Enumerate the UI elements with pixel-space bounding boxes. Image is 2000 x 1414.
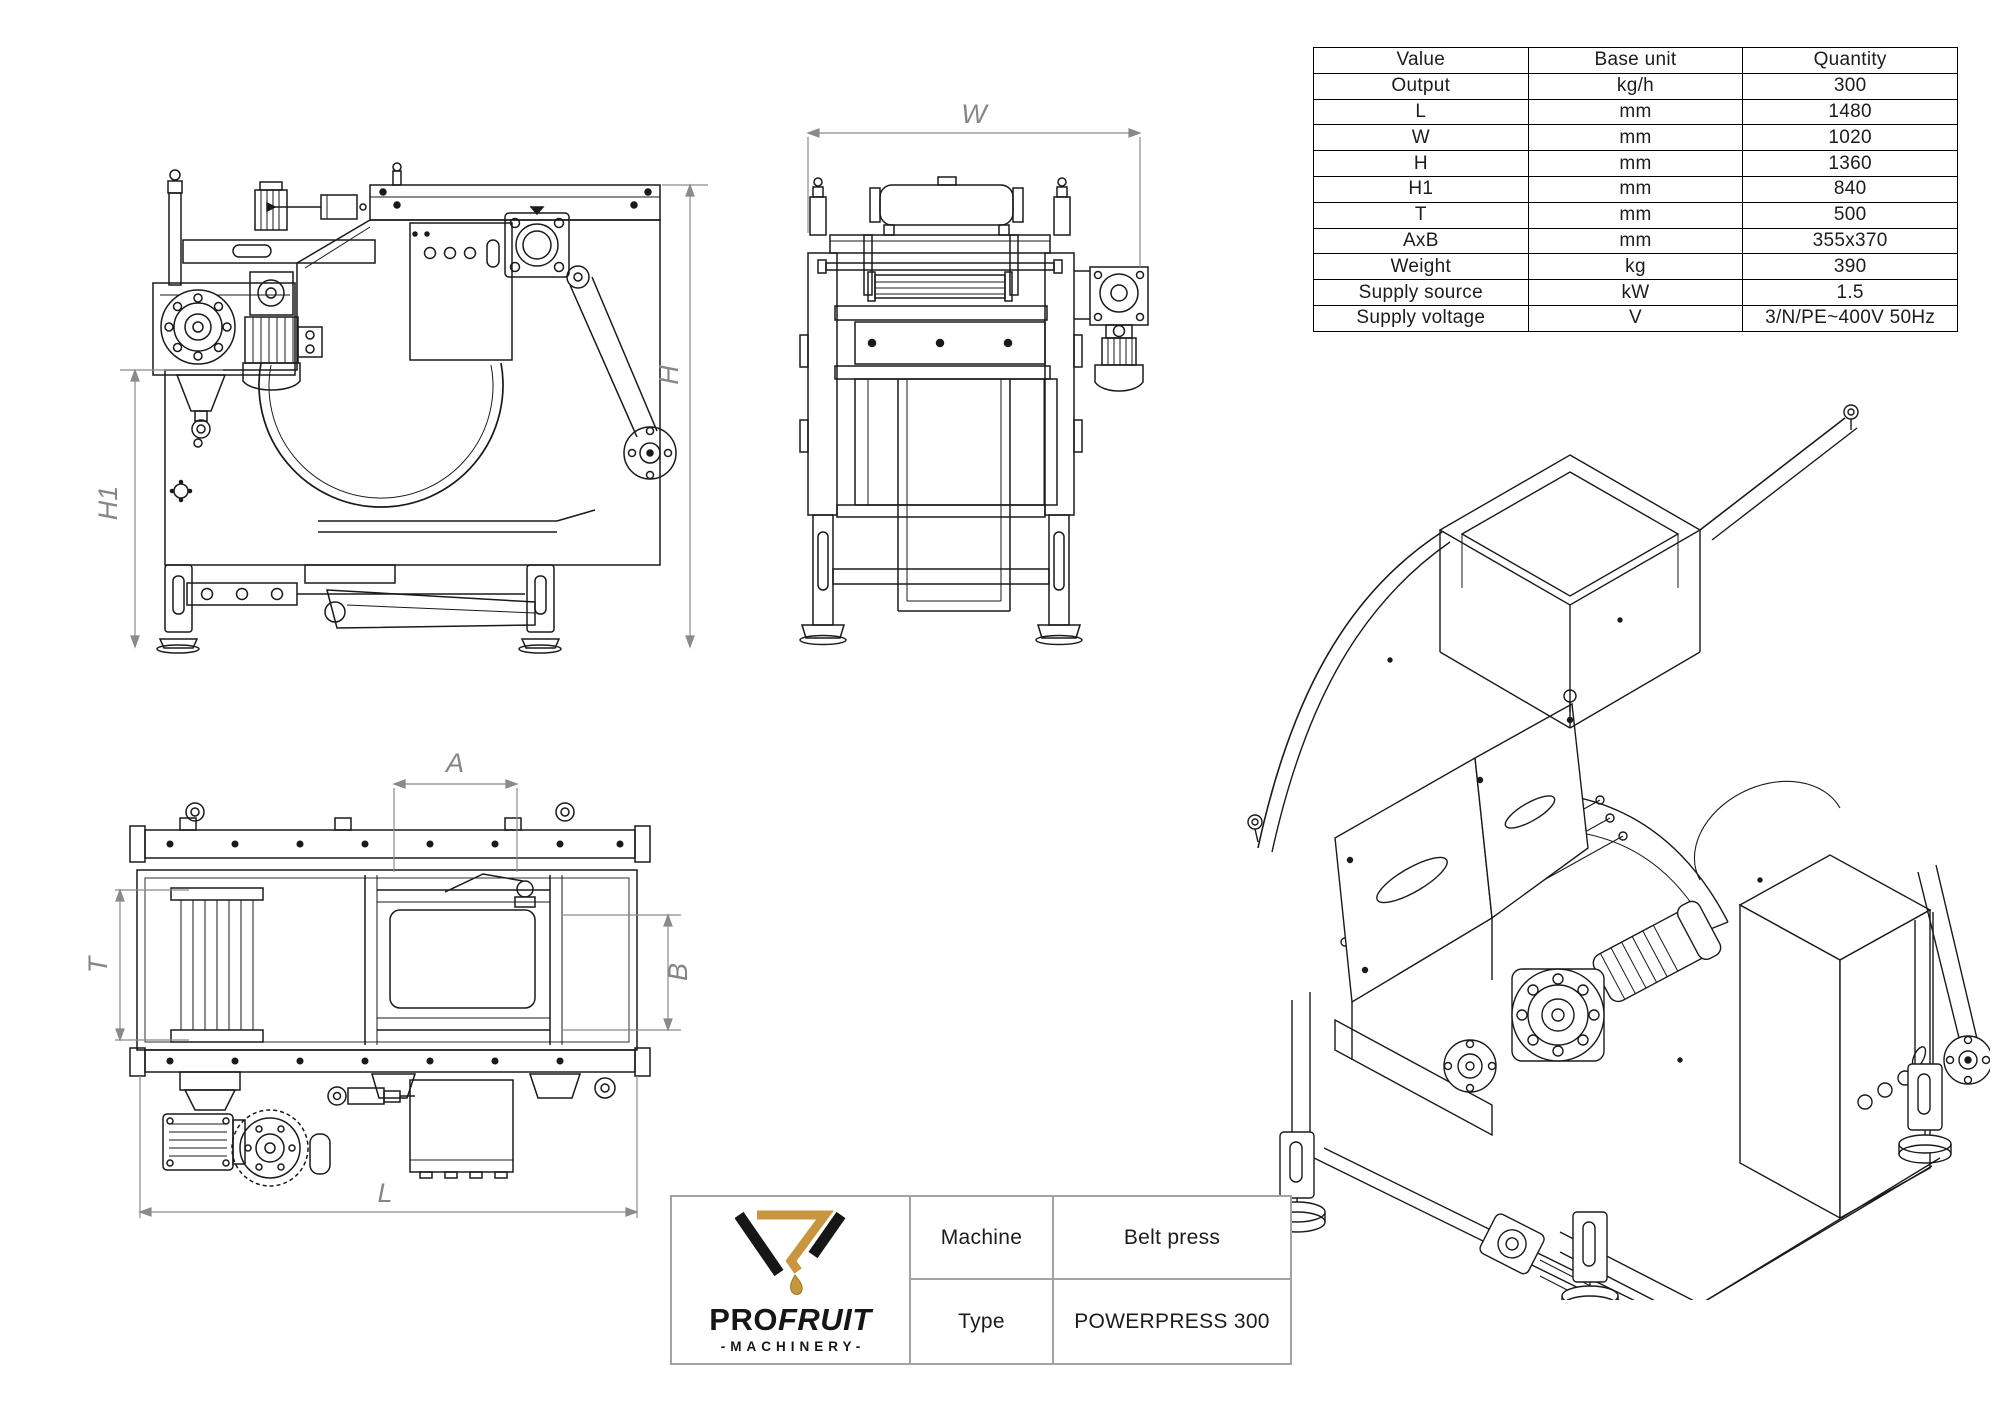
spec-cell: mm [1527,175,1744,203]
spec-cell: W [1313,124,1529,152]
brand-fruit: FRUIT [777,1301,872,1337]
spec-cell: 1.5 [1742,279,1958,306]
side-view: H H1 [65,135,745,665]
spec-cell: kW [1527,279,1744,306]
brand-name: PROFRUIT [709,1304,871,1335]
side-view-geometry [152,162,677,654]
top-view-drawing: A T B L [85,748,693,1218]
dim-label-h1: H1 [93,486,123,521]
side-view-drawing: H H1 [93,162,708,654]
brand-pro: PRO [709,1301,778,1337]
spec-cell: V [1527,304,1744,332]
machine-label: Machine [911,1197,1054,1280]
title-block: PROFRUIT -MACHINERY- Machine Belt press … [670,1195,1292,1365]
spec-cell: AxB [1313,227,1529,255]
type-label: Type [911,1280,1054,1363]
spec-cell: T [1313,201,1529,229]
spec-cell: 840 [1742,175,1958,203]
spec-cell: H1 [1313,175,1529,203]
dim-label-h: H [654,365,684,385]
brand-logo: PROFRUIT -MACHINERY- [672,1197,911,1363]
spec-cell: mm [1527,201,1744,229]
dim-label-w: W [961,99,989,129]
spec-cell: 355x370 [1742,227,1958,255]
front-view-dimensions: W [806,99,1142,267]
spec-cell: 500 [1742,201,1958,229]
spec-col-header: Value [1313,47,1529,74]
spec-cell: 300 [1742,72,1958,100]
top-view: A T B L [85,740,745,1240]
spec-col-header: Quantity [1742,47,1958,74]
front-view-geometry [799,176,1149,646]
spec-cell: Supply voltage [1313,304,1529,332]
top-view-geometry [129,802,651,1187]
machine-value: Belt press [1054,1197,1290,1280]
spec-cell: H [1313,150,1529,177]
dim-label-b: B [663,963,693,981]
spec-cell: Output [1313,72,1529,100]
brand-subtitle: -MACHINERY- [720,1338,866,1354]
spec-cell: kg [1527,253,1744,281]
isometric-geometry [1247,404,1990,1300]
dim-label-a: A [444,748,464,778]
spec-cell: mm [1527,124,1744,152]
spec-cell: 390 [1742,253,1958,281]
side-view-dimensions: H H1 [93,183,708,649]
spec-col-header: Base unit [1527,47,1744,74]
spec-cell: Supply source [1313,279,1529,306]
dim-label-t: T [85,954,113,973]
isometric-view-drawing [1247,404,1990,1300]
spec-cell: Weight [1313,253,1529,281]
front-view: W [780,85,1210,665]
spec-cell: 1480 [1742,98,1958,126]
spec-cell: mm [1527,98,1744,126]
spec-cell: mm [1527,150,1744,177]
spec-cell: 3/N/PE~400V 50Hz [1742,304,1958,332]
type-value: POWERPRESS 300 [1074,1309,1270,1333]
dim-label-l: L [377,1178,392,1208]
isometric-view [1140,360,1990,1300]
spec-cell: 1360 [1742,150,1958,177]
spec-cell: mm [1527,227,1744,255]
profruit-logo-icon [734,1210,846,1295]
spec-cell: 1020 [1742,124,1958,152]
front-view-drawing: W [799,99,1149,646]
top-view-dimensions: A T B L [85,748,693,1218]
spec-cell: kg/h [1527,72,1744,100]
spec-cell: L [1313,98,1529,126]
